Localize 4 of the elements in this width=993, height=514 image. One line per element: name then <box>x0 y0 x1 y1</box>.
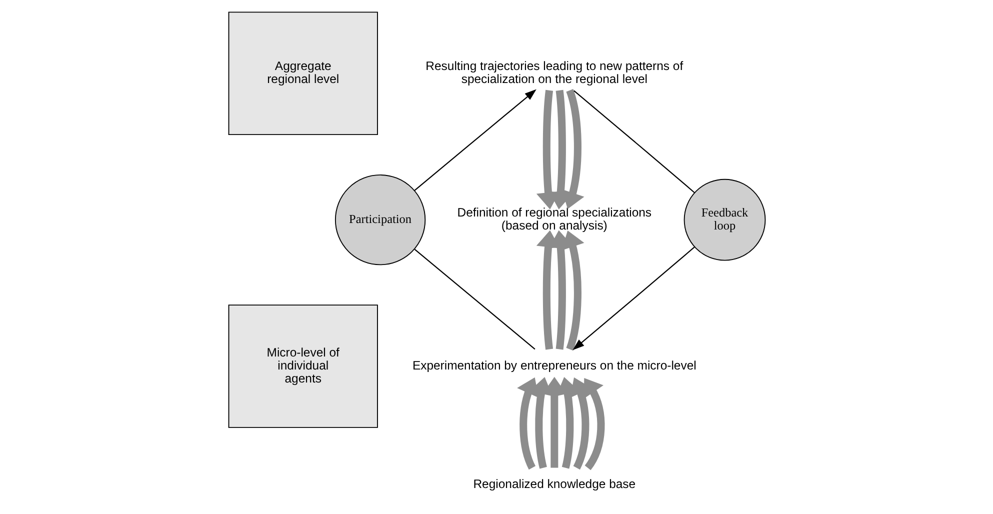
node-text: Resulting trajectories leading to new patterns of specialization on the regional level <box>425 59 683 86</box>
node-text: Regionalized knowledge base <box>472 477 636 492</box>
node-text: Experimentation by entrepreneurs on the micro-level <box>412 358 696 372</box>
node-text: Definition of regional specializations (based on analysis) <box>456 205 652 233</box>
